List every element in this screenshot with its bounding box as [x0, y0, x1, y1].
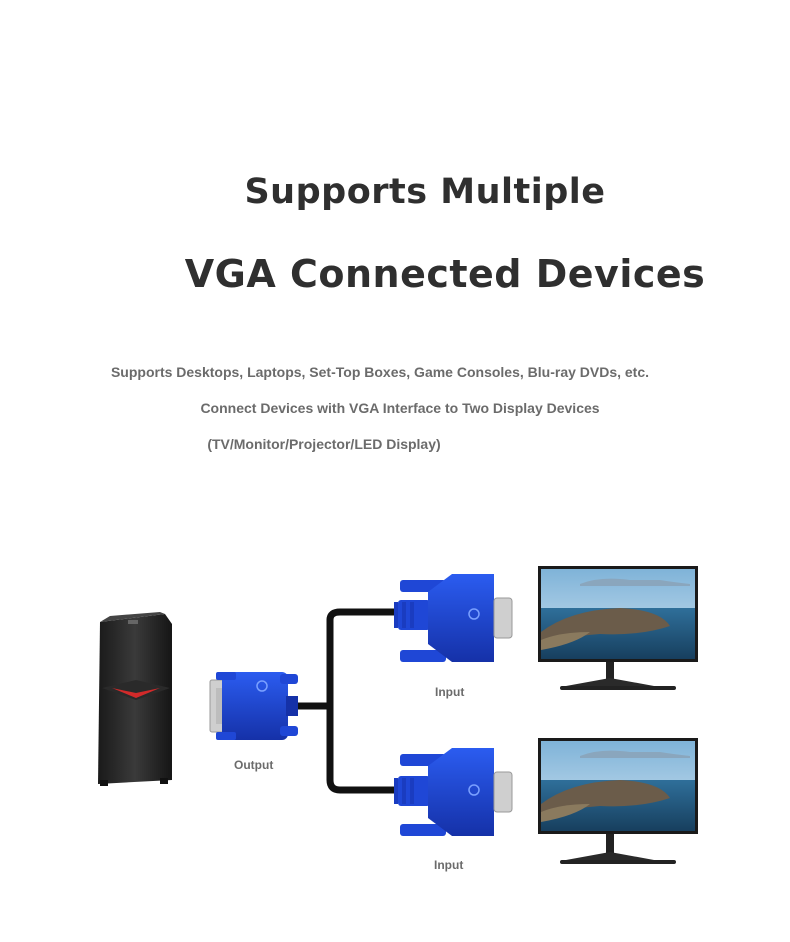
- vga-connector-output: [209, 672, 298, 740]
- description-line-1: Supports Desktops, Laptops, Set-Top Boxe…: [110, 364, 650, 380]
- desktop-pc-icon: [98, 612, 172, 786]
- input-label-top: Input: [435, 685, 465, 699]
- vga-splitter-diagram: Output Input Input: [0, 540, 790, 937]
- vga-connector-input-top: [394, 574, 513, 662]
- page-title-line-1: Supports Multiple: [244, 172, 606, 212]
- input-label-bottom: Input: [434, 858, 464, 872]
- vga-cable: [292, 608, 402, 794]
- description-line-2: Connect Devices with VGA Interface to Tw…: [200, 400, 600, 416]
- monitor-icon-top: [538, 566, 698, 690]
- vga-connector-input-bottom: [394, 748, 513, 836]
- page-title-line-2: VGA Connected Devices: [184, 252, 706, 296]
- description-line-3: (TV/Monitor/Projector/LED Display): [207, 436, 441, 452]
- output-label: Output: [234, 758, 274, 772]
- monitor-icon-bottom: [538, 738, 698, 864]
